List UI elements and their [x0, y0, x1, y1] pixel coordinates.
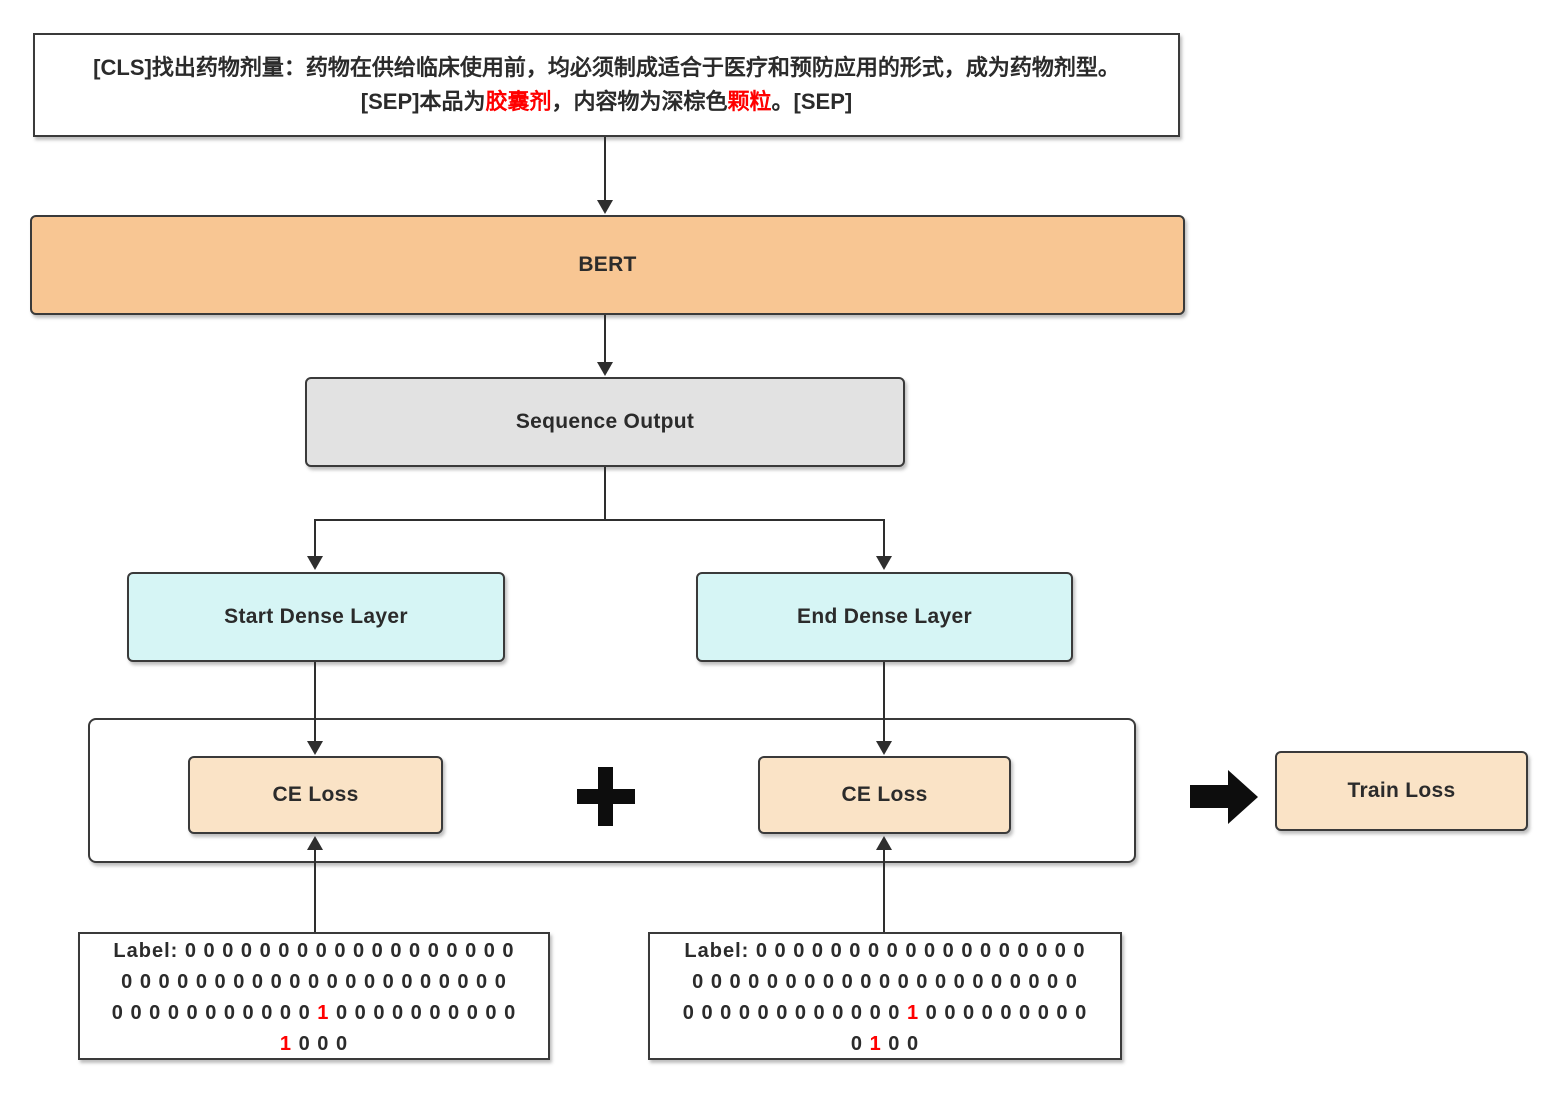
- train-loss-label: Train Loss: [1347, 779, 1456, 802]
- ce-loss-right-label: CE Loss: [841, 783, 928, 806]
- input-sentence-line1: [CLS]找出药物剂量：药物在供给临床使用前，均必须制成适合于医疗和预防应用的形…: [93, 55, 1120, 80]
- arrow-end-label-to-ce-head-icon: [876, 836, 892, 850]
- arrow-end-label-to-ce-line: [883, 849, 885, 933]
- arrow-bert-to-seq-line: [604, 315, 606, 362]
- start-label-line1: Label: 0 0 0 0 0 0 0 0 0 0 0 0 0 0 0 0 0…: [113, 940, 515, 962]
- start-label-line2: 0 0 0 0 0 0 0 0 0 0 0 0 0 0 0 0 0 0 0 0 …: [121, 971, 507, 993]
- end-label-box: Label: 0 0 0 0 0 0 0 0 0 0 0 0 0 0 0 0 0…: [648, 932, 1122, 1060]
- bert-node: BERT: [30, 215, 1185, 315]
- end-dense-layer-label: End Dense Layer: [797, 605, 972, 628]
- arrow-bert-to-seq-head-icon: [597, 362, 613, 376]
- sequence-output-node: Sequence Output: [305, 377, 905, 467]
- end-label-line1: Label: 0 0 0 0 0 0 0 0 0 0 0 0 0 0 0 0 0…: [684, 940, 1086, 962]
- ce-loss-right-node: CE Loss: [758, 756, 1011, 834]
- sequence-output-label: Sequence Output: [515, 410, 695, 433]
- start-label-box: Label: 0 0 0 0 0 0 0 0 0 0 0 0 0 0 0 0 0…: [78, 932, 550, 1060]
- branch-left-head-icon: [307, 556, 323, 570]
- plus-icon: [598, 767, 613, 826]
- bert-node-label: BERT: [578, 253, 637, 276]
- branch-right-line: [883, 519, 885, 557]
- block-arrow-icon: [1228, 770, 1258, 824]
- arrow-start-dense-to-ce-line: [314, 662, 316, 742]
- end-label-line2: 0 0 0 0 0 0 0 0 0 0 0 0 0 0 0 0 0 0 0 0 …: [692, 971, 1078, 993]
- train-loss-node: Train Loss: [1275, 751, 1528, 831]
- branch-stub-line: [604, 467, 606, 520]
- arrow-input-to-bert-line: [604, 137, 606, 201]
- arrow-input-to-bert-head-icon: [597, 200, 613, 214]
- input-sentence-line2: [SEP]本品为胶囊剂，内容物为深棕色颗粒。[SEP]: [360, 89, 853, 114]
- arrow-end-dense-to-ce-line: [883, 662, 885, 742]
- arrow-end-dense-to-ce-head-icon: [876, 741, 892, 755]
- start-label-line3: 0 0 0 0 0 0 0 0 0 0 0 1 0 0 0 0 0 0 0 0 …: [111, 1002, 517, 1024]
- ce-loss-left-node: CE Loss: [188, 756, 443, 834]
- block-arrow-icon: [1190, 785, 1228, 808]
- input-sentence-box: [CLS]找出药物剂量：药物在供给临床使用前，均必须制成适合于医疗和预防应用的形…: [33, 33, 1180, 137]
- arrow-start-label-to-ce-line: [314, 849, 316, 933]
- branch-left-line: [314, 519, 316, 557]
- branch-horizontal-line: [314, 519, 885, 521]
- start-dense-layer-label: Start Dense Layer: [224, 605, 408, 628]
- start-label-line4: 1 0 0 0: [279, 1033, 349, 1055]
- arrow-start-dense-to-ce-head-icon: [307, 741, 323, 755]
- end-label-line4: 0 1 0 0: [850, 1033, 920, 1055]
- arrow-start-label-to-ce-head-icon: [307, 836, 323, 850]
- start-dense-layer-node: Start Dense Layer: [127, 572, 505, 662]
- end-label-line3: 0 0 0 0 0 0 0 0 0 0 0 0 1 0 0 0 0 0 0 0 …: [682, 1002, 1088, 1024]
- end-dense-layer-node: End Dense Layer: [696, 572, 1073, 662]
- ce-loss-left-label: CE Loss: [272, 783, 359, 806]
- branch-right-head-icon: [876, 556, 892, 570]
